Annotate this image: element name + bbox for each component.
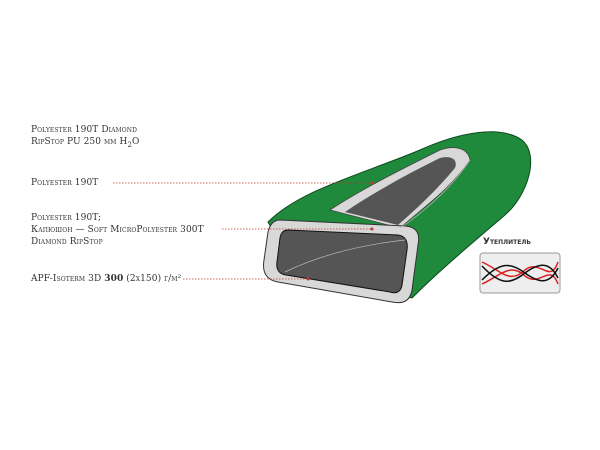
label-hood-line2: Капюшон — Soft MicroPolyester 300T — [31, 225, 204, 235]
front-inner — [276, 229, 408, 294]
label-subscript: 2 — [127, 140, 133, 149]
label-hood: Polyester 190T; Капюшон — Soft MicroPoly… — [31, 212, 204, 248]
label-weight: 300 — [104, 274, 124, 284]
label-outer-fabric-line1: Polyester 190T Diamond — [31, 125, 138, 135]
label-insulation: APF-Isoterm 3D 300 (2x150) г/м² — [31, 273, 181, 285]
insulation-inset-icon — [479, 252, 561, 294]
label-outer-fabric-line2: RipStop PU 250 мм H2O — [31, 136, 140, 151]
leader-lines — [113, 182, 372, 280]
label-text: O — [132, 137, 140, 147]
label-lining: Polyester 190T — [31, 178, 99, 188]
label-outer-fabric: Polyester 190T Diamond RipStop PU 250 мм… — [31, 124, 140, 151]
label-text: APF-Isoterm 3D — [31, 274, 105, 284]
label-hood-line1: Polyester 190T; — [31, 213, 102, 223]
top-inner — [345, 157, 456, 225]
label-text: (2x150) г/м² — [123, 274, 182, 284]
label-hood-line3: Diamond RipStop — [31, 237, 103, 247]
label-text: RipStop PU 250 мм H — [31, 137, 128, 147]
insulation-inset-title: Утеплитель — [483, 237, 531, 247]
